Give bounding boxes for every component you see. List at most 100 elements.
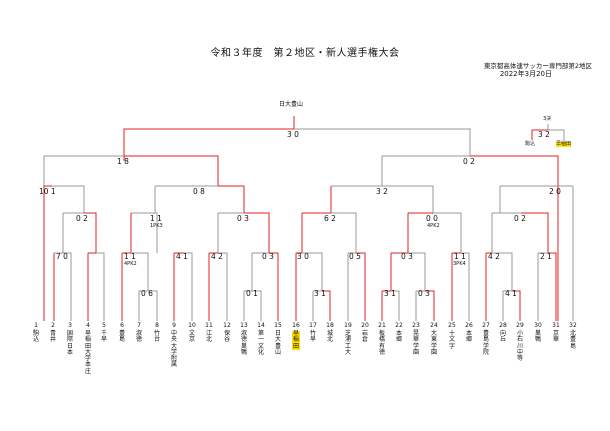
score-r2-c: 4 1 bbox=[176, 252, 188, 261]
team-name: 豊島学院 bbox=[482, 330, 489, 356]
team-name: 北豊島 bbox=[569, 330, 576, 350]
r1-f bbox=[502, 290, 512, 321]
r1-e bbox=[415, 290, 425, 321]
r1-d bbox=[381, 290, 391, 321]
r2-d-r bbox=[184, 252, 193, 321]
team32-line bbox=[558, 185, 574, 321]
team-name: 豊島 bbox=[118, 330, 125, 344]
team-name: 早稲田 bbox=[292, 330, 300, 350]
team-number: 6 bbox=[120, 322, 124, 329]
r2-i-r bbox=[408, 252, 426, 291]
champion-label: 日大豊山 bbox=[279, 101, 304, 108]
third-place-l bbox=[531, 129, 548, 140]
score-r1-f: 4 1 bbox=[505, 289, 517, 298]
team-number: 29 bbox=[516, 322, 524, 329]
r16-6r bbox=[521, 212, 549, 253]
score-r2-b: 1 1 bbox=[124, 252, 136, 261]
team-name: 晃華学園 bbox=[412, 330, 419, 356]
score-qf4: 2 0 bbox=[549, 187, 561, 196]
score-r2-a: 7 0 bbox=[56, 252, 68, 261]
score-r1-a: 0 6 bbox=[141, 289, 153, 298]
team-name: 本郷 bbox=[465, 330, 472, 344]
team-number: 19 bbox=[344, 322, 352, 329]
team-name: 巣鴨 bbox=[534, 330, 541, 344]
r2-d-l bbox=[173, 252, 184, 321]
score-r2-i: 1 1 bbox=[454, 252, 466, 261]
score-r16-3: 0 3 bbox=[237, 214, 249, 223]
r1-c bbox=[312, 290, 322, 321]
score-r1-d: 3 1 bbox=[384, 289, 396, 298]
team-name: 城北 bbox=[326, 330, 333, 344]
note-r2-b: 4PK2 bbox=[124, 261, 137, 267]
r2-l-l bbox=[537, 252, 548, 321]
team-number: 12 bbox=[223, 322, 231, 329]
team-number: 3 bbox=[68, 322, 72, 329]
team-number: 11 bbox=[205, 322, 213, 329]
score-r2-g: 0 5 bbox=[349, 252, 361, 261]
r2-k-l bbox=[485, 252, 492, 321]
team-number: 13 bbox=[240, 322, 248, 329]
r1-f-r bbox=[512, 290, 521, 321]
r1-d-r bbox=[391, 290, 400, 321]
score-qf1: 10 1 bbox=[39, 187, 56, 196]
score-r2-e: 0 3 bbox=[262, 252, 274, 261]
r2-a-l bbox=[54, 252, 72, 321]
score-r1-b: 0 1 bbox=[246, 289, 258, 298]
team-number: 4 bbox=[86, 322, 90, 329]
final-left bbox=[123, 128, 294, 161]
team-name: 駒込 bbox=[32, 330, 39, 344]
team-number: 27 bbox=[482, 322, 490, 329]
score-r1-e: 0 3 bbox=[418, 289, 430, 298]
r2-g-l bbox=[295, 252, 302, 321]
r1-a bbox=[138, 290, 158, 321]
r1-c-r bbox=[322, 290, 331, 321]
r2-j-r bbox=[461, 252, 470, 321]
score-r2-j: 4 2 bbox=[488, 252, 500, 261]
third-place-team-2: 早稲田 bbox=[556, 141, 572, 147]
team-name: 国際日本 bbox=[66, 330, 73, 356]
r16-1 bbox=[62, 212, 84, 253]
score-r2-f: 3 0 bbox=[297, 252, 309, 261]
score-r16-5: 0 0 bbox=[426, 214, 438, 223]
score-qf2: 0 8 bbox=[193, 187, 205, 196]
r2-k-r bbox=[492, 252, 513, 291]
page-title: 令和３年度 第２地区・新人選手権大会 bbox=[210, 48, 400, 59]
score-r16-2: 1 1 bbox=[150, 214, 162, 223]
team-number: 10 bbox=[188, 322, 196, 329]
team-number: 18 bbox=[326, 322, 334, 329]
organizer-label: 東京都高体連サッカー専門部第2地区 bbox=[483, 62, 592, 70]
note-r16-5: 4PK2 bbox=[427, 223, 440, 229]
team-number: 14 bbox=[257, 322, 265, 329]
team-name: 芝浦工大 bbox=[344, 330, 351, 356]
team-name: 竹台 bbox=[153, 330, 160, 344]
r2-h-r bbox=[356, 252, 366, 321]
semi-left-l bbox=[43, 155, 124, 186]
team-number: 21 bbox=[378, 322, 386, 329]
score-qf3: 3 2 bbox=[376, 187, 388, 196]
team-number: 20 bbox=[361, 322, 369, 329]
team-number: 1 bbox=[34, 322, 38, 329]
note-r16-2: 1PK3 bbox=[150, 223, 163, 229]
team-number: 9 bbox=[172, 322, 176, 329]
r2-h-l bbox=[347, 252, 356, 321]
team-name: 千早 bbox=[100, 330, 107, 344]
r1-e-r bbox=[425, 290, 435, 321]
semi-left-r bbox=[124, 155, 219, 186]
score-final: 3 0 bbox=[287, 130, 299, 139]
team-name: 江北 bbox=[205, 330, 212, 344]
r2-g-r bbox=[302, 252, 323, 291]
third-place-r bbox=[548, 129, 565, 140]
r16-4r bbox=[331, 212, 357, 253]
qf1-l bbox=[43, 185, 52, 321]
team-number: 28 bbox=[499, 322, 507, 329]
team-name: 京華 bbox=[552, 330, 559, 344]
note-r2-i: 3PK4 bbox=[453, 261, 466, 267]
r2-c-l bbox=[121, 252, 131, 321]
team-number: 30 bbox=[534, 322, 542, 329]
team-name: 日大豊山 bbox=[274, 330, 281, 356]
r2-e-r bbox=[218, 252, 228, 321]
r16-1r bbox=[84, 212, 97, 253]
r2-e-l bbox=[208, 252, 218, 321]
team-name: 本郷 bbox=[395, 330, 402, 344]
